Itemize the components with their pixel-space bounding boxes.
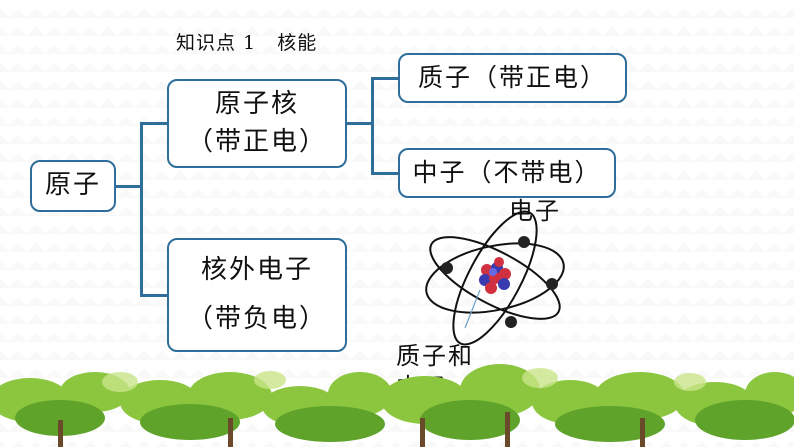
section-heading: 知识点 1 核能 <box>176 32 318 54</box>
nucleus-box: 原子核 （带正电） <box>167 79 347 168</box>
electrons-box: 核外电子 （带负电） <box>167 238 347 352</box>
connector-atom-trunk <box>116 185 142 188</box>
nucleus-cluster-icon <box>479 257 511 294</box>
connector-to-proton <box>371 77 398 80</box>
electrons-charge: （带负电） <box>186 304 327 334</box>
electrons-label: 核外电子 <box>200 254 313 285</box>
connector-vertical-left <box>140 122 143 296</box>
electron-label: 电子 <box>509 197 561 225</box>
neutron-box: 中子（不带电） <box>398 148 616 198</box>
atom-box: 原子 <box>30 160 116 212</box>
neutron-label: 中子（不带电） <box>412 157 602 187</box>
proton-box: 质子（带正电） <box>398 53 627 103</box>
tree-border-decoration <box>0 364 794 447</box>
connector-to-electrons <box>140 294 167 297</box>
connector-nucleus-trunk <box>347 122 373 125</box>
connector-to-neutron <box>371 172 398 175</box>
connector-to-nucleus <box>140 122 167 125</box>
atom-model-icon <box>425 210 565 346</box>
proton-label: 质子（带正电） <box>417 62 607 92</box>
atom-label: 原子 <box>44 170 101 201</box>
nucleus-charge: （带正电） <box>186 126 327 157</box>
connector-vertical-right <box>371 77 374 174</box>
nucleus-label: 原子核 <box>214 88 299 119</box>
